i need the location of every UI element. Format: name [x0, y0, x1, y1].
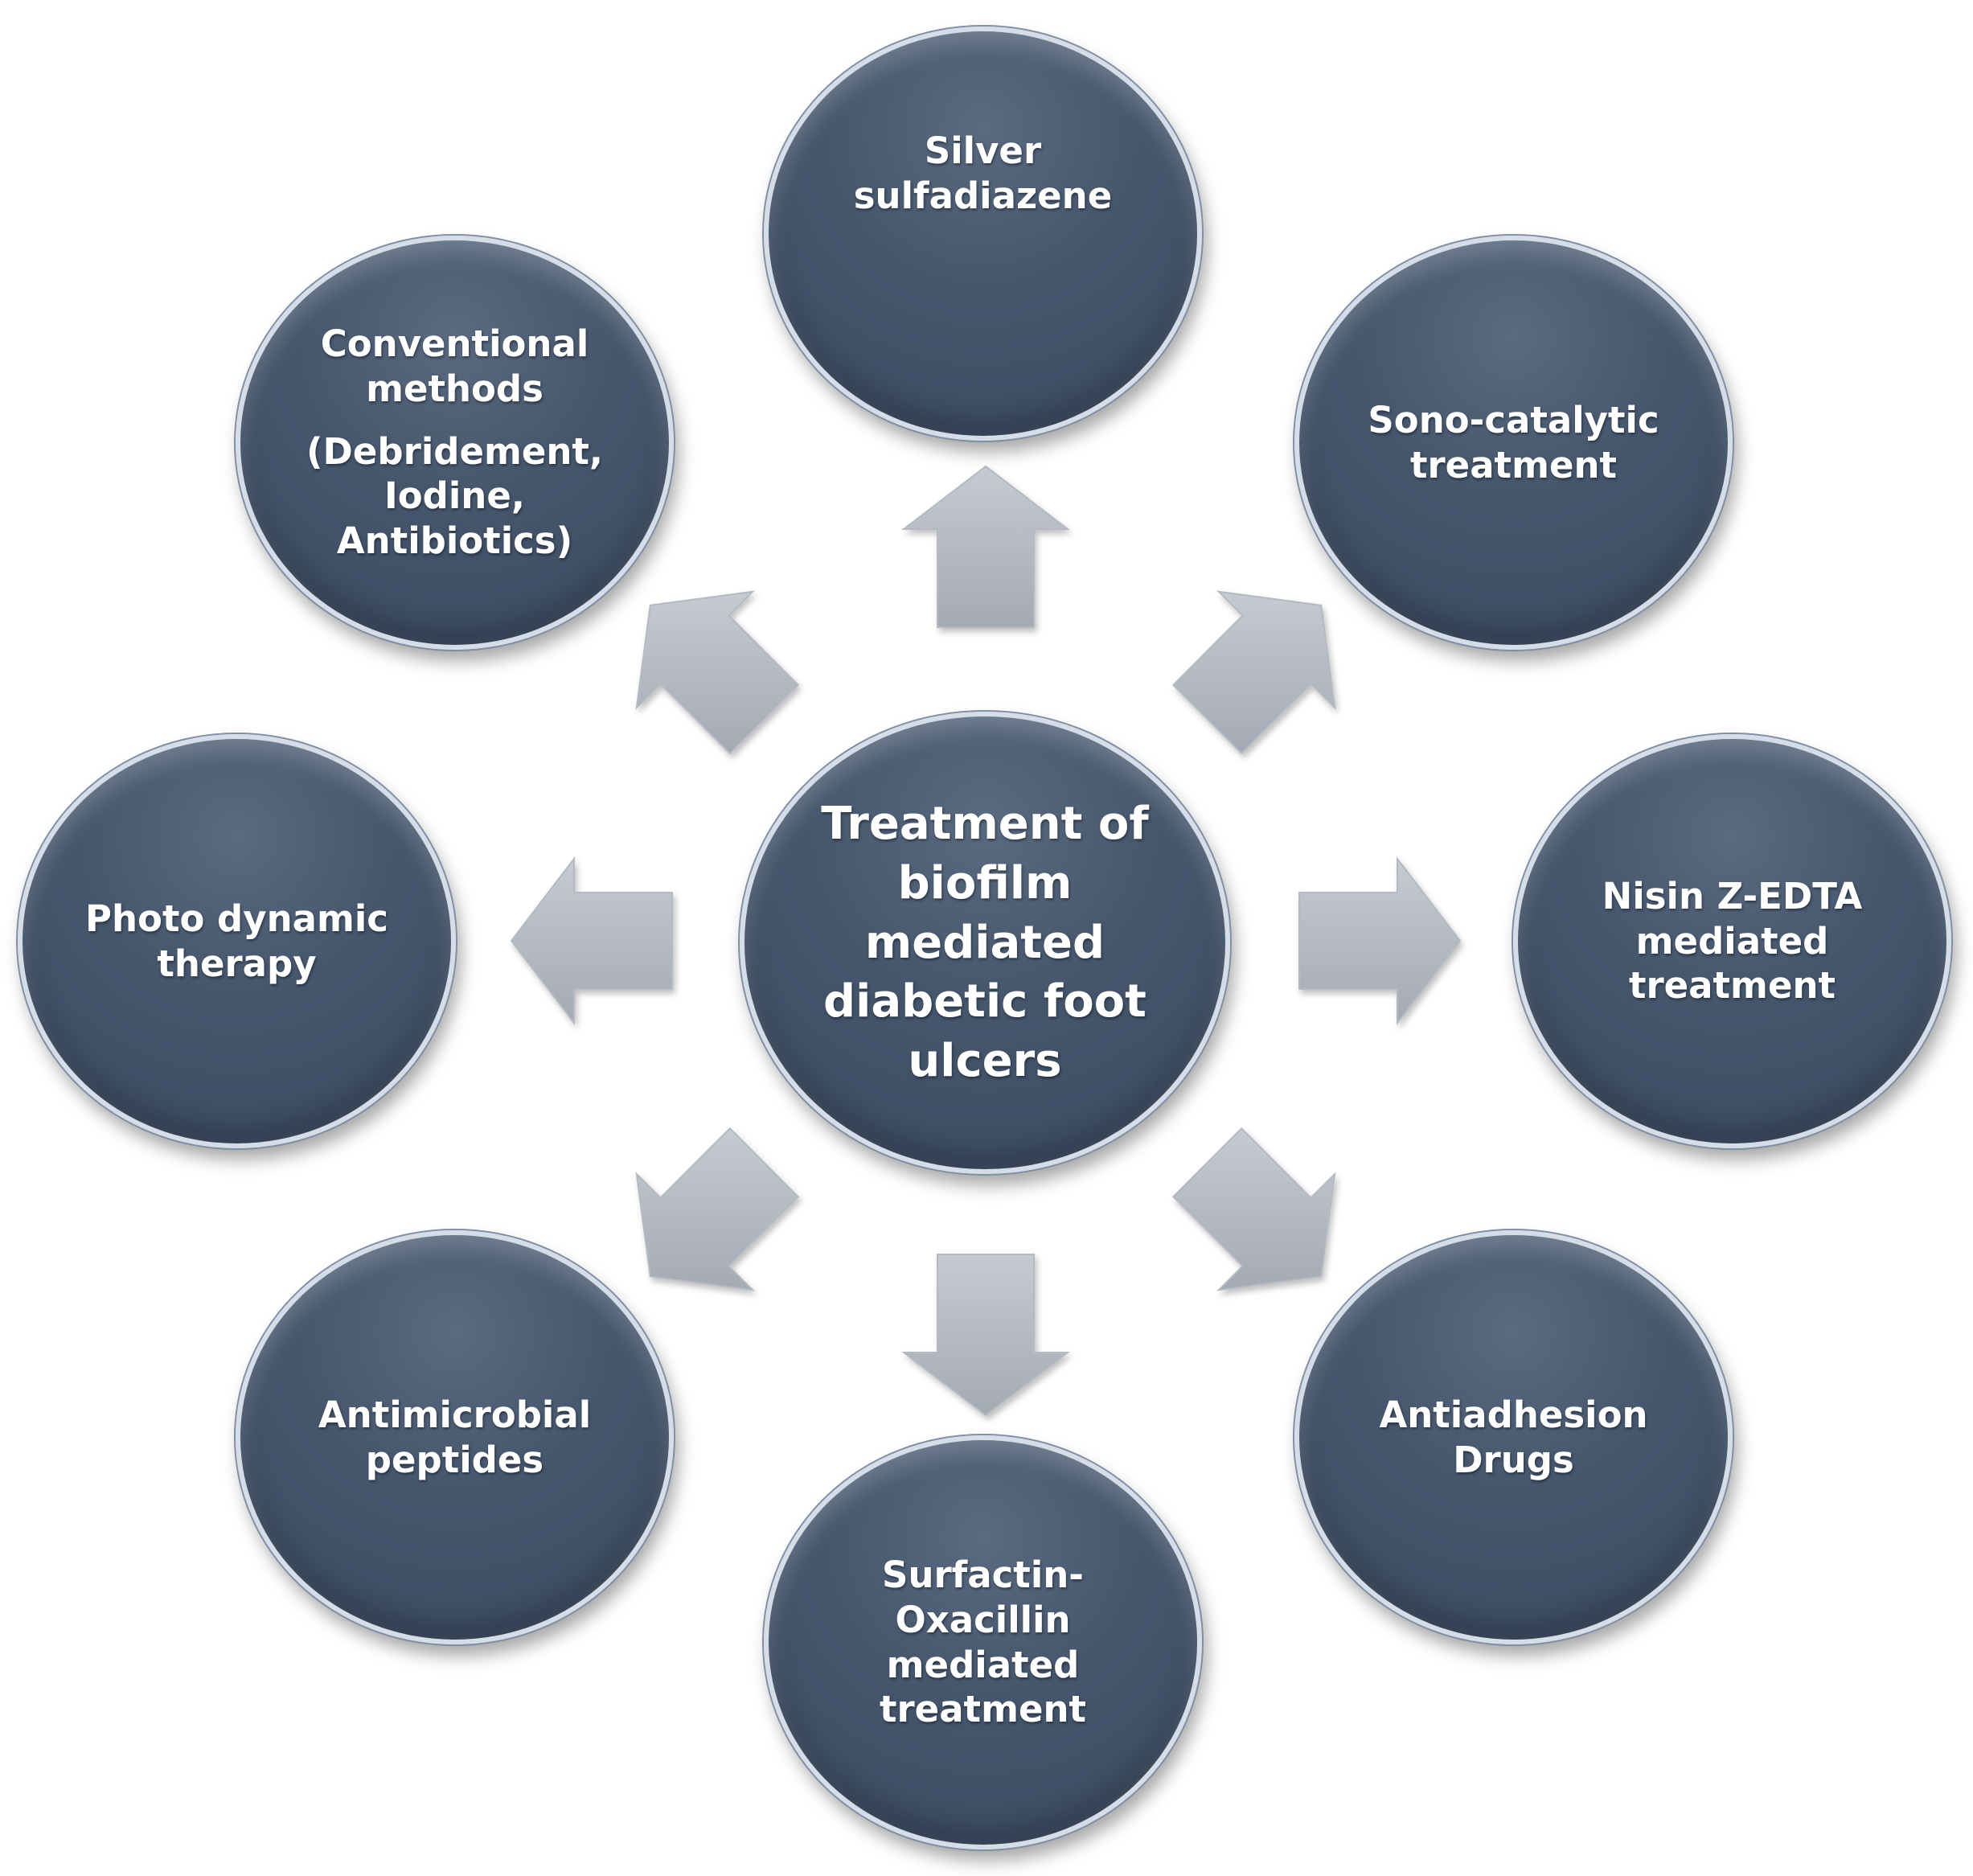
node-photo-line-2: therapy [157, 942, 317, 985]
node-antiadhesion-line-2: Drugs [1453, 1438, 1574, 1481]
node-conventional-line-1: Conventional [320, 322, 589, 365]
node-surfactin-line-3: mediated [886, 1643, 1080, 1686]
node-sono-catalytic: Sono-catalytic treatment [1294, 236, 1733, 650]
node-center-line-3: mediated [864, 916, 1105, 969]
node-antiadhesion-line-1: Antiadhesion [1379, 1393, 1648, 1436]
node-silver-line-1: Silver [924, 129, 1042, 172]
node-silver-line-2: sulfadiazene [853, 174, 1113, 217]
node-conventional-line-5: Antibiotics) [336, 519, 573, 563]
node-antimicrobial-label: Antimicrobial peptides [318, 1393, 591, 1483]
node-surfactin-oxacillin: Surfactin- Oxacillin mediated treatment [764, 1435, 1202, 1849]
node-antiadhesion-label: Antiadhesion Drugs [1379, 1393, 1647, 1483]
arrow-down-right [1171, 1127, 1336, 1291]
node-photo-line-1: Photo dynamic [85, 897, 388, 940]
node-nisin-z-edta: Nisin Z-EDTA mediated treatment [1513, 734, 1951, 1148]
node-photo-dynamic: Photo dynamic therapy [18, 734, 456, 1148]
node-nisin-line-1: Nisin Z-EDTA [1602, 874, 1863, 917]
node-sono-line-1: Sono-catalytic [1368, 398, 1659, 441]
arrow-down [901, 1254, 1070, 1417]
node-silver-sulfadiazene: Silver sulfadiazene [764, 27, 1202, 441]
node-silver-label: Silver sulfadiazene [854, 129, 1112, 219]
node-conventional-line-3: (Debridement, [306, 429, 604, 473]
node-antimicrobial-line-2: peptides [365, 1438, 544, 1481]
node-sono-line-2: treatment [1409, 443, 1618, 486]
node-antimicrobial-peptides: Antimicrobial peptides [236, 1230, 674, 1644]
node-center-treatment: Treatment of biofilm mediated diabetic f… [740, 712, 1230, 1174]
node-conventional-line-4: Iodine, [384, 474, 525, 518]
node-center-label: Treatment of biofilm mediated diabetic f… [821, 794, 1149, 1092]
node-conventional-methods-label: Conventional methods (Debridement, Iodin… [306, 322, 603, 564]
node-conventional-line-2: methods [366, 367, 543, 410]
arrow-up-left [635, 590, 800, 755]
arrow-down-left [635, 1127, 800, 1291]
node-center-line-4: diabetic foot [823, 975, 1146, 1028]
arrow-left [510, 856, 673, 1025]
node-center-line-1: Treatment of [821, 797, 1149, 850]
node-nisin-line-3: treatment [1628, 964, 1836, 1008]
node-sono-label: Sono-catalytic treatment [1368, 398, 1659, 488]
arrow-up-right [1171, 590, 1336, 755]
node-surfactin-label: Surfactin- Oxacillin mediated treatment [880, 1553, 1086, 1732]
node-nisin-line-2: mediated [1635, 919, 1829, 963]
node-nisin-label: Nisin Z-EDTA mediated treatment [1602, 874, 1863, 1008]
node-surfactin-line-1: Surfactin- [882, 1553, 1084, 1596]
arrow-up [901, 465, 1070, 628]
node-antiadhesion-drugs: Antiadhesion Drugs [1294, 1230, 1733, 1644]
node-center-line-5: ulcers [908, 1035, 1062, 1088]
node-surfactin-line-2: Oxacillin [895, 1598, 1071, 1641]
node-surfactin-line-4: treatment [879, 1688, 1087, 1731]
node-center-line-2: biofilm [897, 856, 1073, 909]
arrow-right [1298, 856, 1462, 1025]
node-photo-label: Photo dynamic therapy [85, 897, 388, 987]
node-conventional-methods: Conventional methods (Debridement, Iodin… [236, 236, 674, 650]
node-antimicrobial-line-1: Antimicrobial [318, 1393, 592, 1436]
